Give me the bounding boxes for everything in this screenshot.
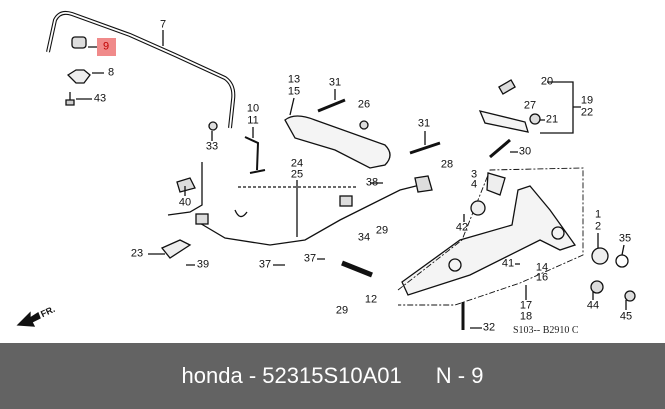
callout-17[interactable]: 17 [519,299,533,312]
callout-13[interactable]: 13 [287,73,301,86]
callout-20[interactable]: 20 [540,75,554,88]
link-part-10 [244,136,266,174]
callout-31[interactable]: 31 [328,76,342,89]
separator: - [242,363,263,388]
lower-arm-part-17 [401,185,577,296]
bolt-part-43 [65,92,75,106]
callout-8[interactable]: 8 [107,66,115,79]
callout-38[interactable]: 38 [365,176,379,189]
callout-34[interactable]: 34 [357,231,371,244]
callout-16[interactable]: 16 [535,271,549,284]
parts-diagram: 7 9 8 43 13 15 31 26 10 11 33 31 24 25 2… [16,10,636,336]
callout-43[interactable]: 43 [93,92,107,105]
ring-part-35 [615,254,629,268]
callout-9-highlighted[interactable]: 9 [102,40,110,53]
callout-12[interactable]: 12 [364,293,378,306]
callout-26[interactable]: 26 [357,98,371,111]
callout-35[interactable]: 35 [618,232,632,245]
callout-21[interactable]: 21 [545,113,559,126]
callout-19[interactable]: 19 [580,94,594,107]
callout-28[interactable]: 28 [440,158,454,171]
callout-4[interactable]: 4 [470,178,478,191]
highlight-part-9[interactable] [97,38,116,56]
callout-42[interactable]: 42 [455,221,469,234]
nut-part-26 [359,120,369,130]
bushing-part-21 [529,113,541,125]
arm-part-19 [478,110,529,133]
callout-31b[interactable]: 31 [417,117,431,130]
callout-7[interactable]: 7 [159,18,167,31]
callout-24[interactable]: 24 [290,157,304,170]
callout-23[interactable]: 23 [130,247,144,260]
bracket-part-25 [339,195,353,207]
callout-37[interactable]: 37 [258,258,272,271]
bushing-part-20 [498,79,516,95]
drawing-code: S103-- B2910 C [513,325,579,336]
callout-22[interactable]: 22 [580,106,594,119]
callout-29b[interactable]: 29 [335,304,349,317]
sensor-part-38 [414,175,433,193]
callout-37b[interactable]: 37 [303,252,317,265]
diagram-position: N - 9 [435,363,484,388]
bushing-part-9 [71,36,87,49]
callout-3[interactable]: 3 [470,168,478,181]
hub-part-1 [591,247,609,265]
bolt-part-31b [409,141,441,155]
front-arrow-icon [16,311,41,327]
link-part-12 [341,260,373,278]
callout-33[interactable]: 33 [205,140,219,153]
callout-32[interactable]: 32 [482,321,496,334]
callout-11[interactable]: 11 [247,114,259,127]
clip-icon [234,209,248,218]
diagram-drawing [16,10,636,330]
bracket-part-8 [66,69,91,84]
callout-45[interactable]: 45 [619,310,633,323]
bolt-part-30 [489,138,511,159]
part-number: 52315S10A01 [262,363,402,388]
bolt-part-31 [317,98,346,113]
nut-part-45 [624,290,636,302]
callout-14[interactable]: 14 [535,261,549,274]
plate-part-3 [486,172,506,196]
callout-2[interactable]: 2 [594,220,602,233]
callout-29[interactable]: 29 [375,224,389,237]
brand-name: honda [181,363,243,388]
callout-18[interactable]: 18 [519,310,533,323]
sensor-connector [195,213,209,225]
part-info-bar: honda - 52315S10A01 N - 9 [0,343,665,409]
callout-15[interactable]: 15 [287,85,301,98]
joint-part-44 [590,280,604,294]
sensor-cable [197,184,421,246]
callout-40[interactable]: 40 [178,196,192,209]
callout-25[interactable]: 25 [290,168,304,181]
callout-1[interactable]: 1 [594,208,602,221]
callout-10[interactable]: 10 [246,102,260,115]
arm-part-13 [284,115,391,169]
callout-39[interactable]: 39 [196,258,210,271]
callout-41[interactable]: 41 [501,257,515,270]
nut-part-33 [208,121,218,131]
callout-44[interactable]: 44 [586,299,600,312]
bracket-part-23 [160,239,192,259]
mount-part-40 [176,177,196,193]
callout-27[interactable]: 27 [523,99,537,112]
callout-30[interactable]: 30 [518,145,532,158]
hub-part-4 [470,200,486,216]
